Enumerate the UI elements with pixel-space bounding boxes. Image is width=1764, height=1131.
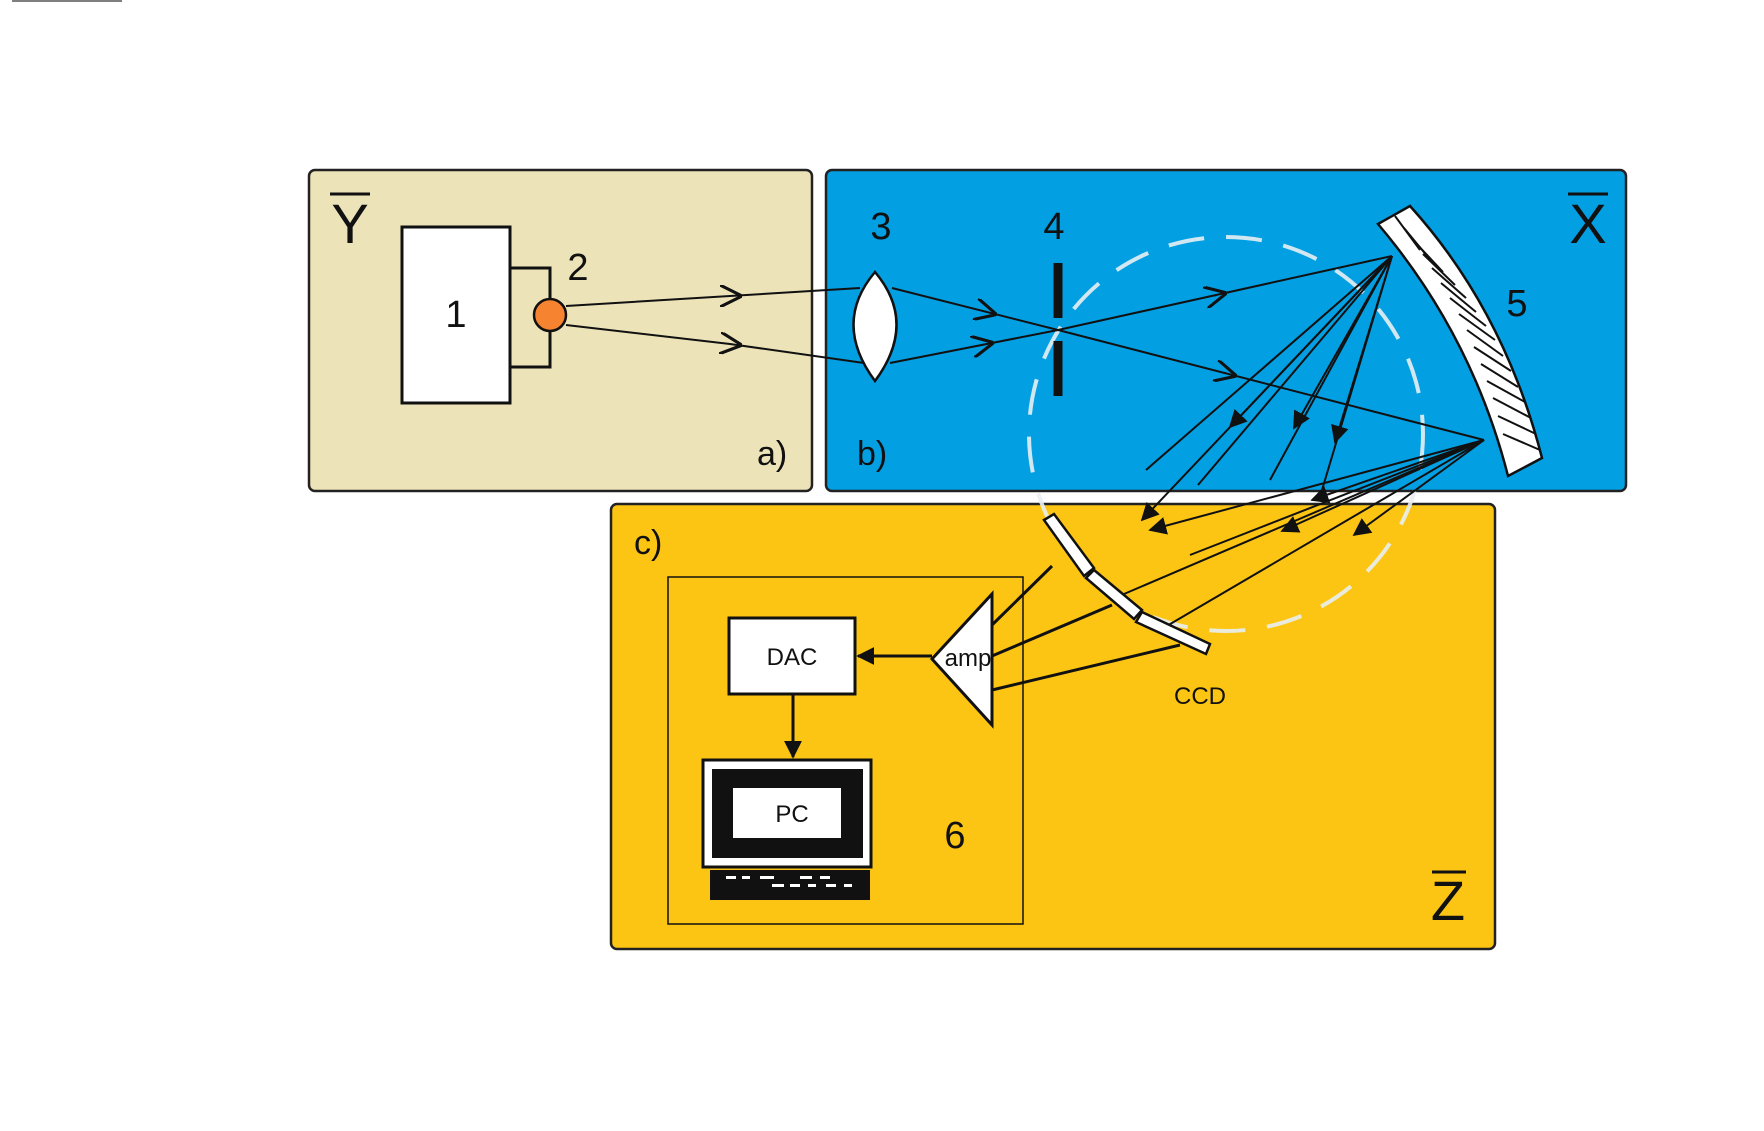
ccd-detector [1042, 512, 1212, 656]
grating-5 [1376, 204, 1544, 478]
panel-b-label: b) [857, 435, 887, 473]
panel-c-label: c) [634, 524, 662, 562]
dac-label: DAC [767, 644, 818, 671]
source-block [400, 225, 512, 405]
pc-label: PC [775, 801, 808, 828]
axis-letter-y: Y [331, 192, 368, 255]
lens-3 [852, 270, 898, 384]
component-label-3: 3 [870, 206, 891, 248]
ccd-wires [990, 564, 1181, 692]
component-label-5: 5 [1506, 283, 1527, 325]
ray-arrowheads [1228, 255, 1485, 533]
component-label-4: 4 [1043, 206, 1064, 248]
acquisition-frame [667, 576, 1024, 925]
panel-a [307, 168, 814, 493]
rowland-circle [1027, 235, 1425, 633]
amp-label: amp [945, 645, 992, 672]
panel-a-label: a) [757, 435, 787, 473]
component-label-2: 2 [567, 247, 588, 289]
optical-rays [565, 255, 1485, 631]
axis-letter-z: Z [1431, 869, 1465, 932]
component-label-6: 6 [944, 815, 965, 857]
axis-letter-x: X [1569, 192, 1606, 255]
amplifier [929, 590, 994, 729]
lamp-2 [532, 297, 568, 333]
ccd-label: CCD [1174, 683, 1226, 710]
dac-box [727, 616, 857, 696]
computer-icon [701, 758, 873, 900]
component-label-1: 1 [445, 294, 466, 336]
